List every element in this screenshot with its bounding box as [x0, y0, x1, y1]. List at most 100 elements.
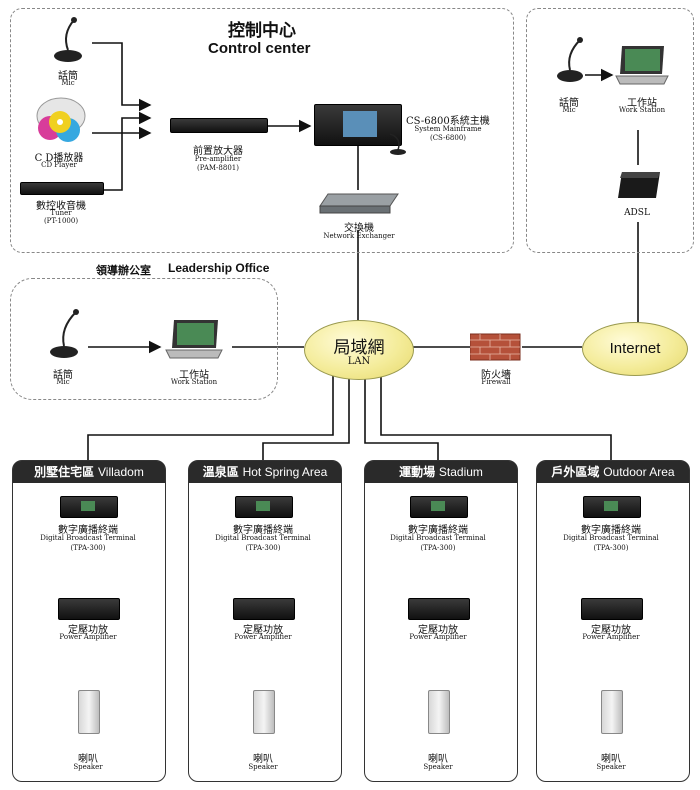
zone-name-en: Outdoor Area: [603, 465, 675, 479]
remote-mic-label-en: Mic: [562, 106, 576, 114]
amp-label-cn: 定壓功放: [243, 625, 283, 636]
zone-name-en: Hot Spring Area: [242, 465, 328, 479]
control-center-title-en: Control center: [208, 40, 311, 57]
firewall-label-cn: 防火墻: [481, 370, 511, 381]
leadership-title-en: Leadership Office: [168, 261, 270, 275]
terminal-model: (TPA-300): [420, 544, 456, 552]
tuner-label-cn: 數控收音機: [36, 201, 86, 212]
cd-player-label-cn: C D播放器: [34, 153, 84, 164]
amp-label-en: Power Amplifier: [59, 633, 117, 641]
cd-player-label-en: CD Player: [41, 161, 77, 169]
amp-label-cn: 定壓功放: [68, 625, 108, 636]
zone-name-en: Stadium: [438, 465, 483, 479]
zone-name-cn: 戶外區域: [551, 465, 600, 479]
mic-label-en: Mic: [61, 79, 75, 87]
leadership-title-cn: 領導辦公室: [96, 264, 151, 277]
remote-laptop-icon: [615, 46, 669, 85]
broadcast-terminal-icon: [410, 496, 468, 518]
mic-label-cn: 話筒: [58, 71, 78, 82]
mic-icon: [54, 17, 82, 62]
control-center-box: [10, 8, 514, 253]
zone-name-en: Villadom: [98, 465, 144, 479]
preamp-label-cn: 前置放大器: [193, 146, 243, 157]
broadcast-terminal-icon: [235, 496, 293, 518]
remote-workstation-label-cn: 工作站: [627, 98, 657, 109]
remote-workstation-label-en: Work Station: [618, 106, 666, 114]
speaker-icon: [78, 690, 100, 734]
terminal-label-en: Digital Broadcast Terminal: [215, 534, 311, 542]
mainframe-icon: [314, 104, 402, 146]
mainframe-label-en: System Mainframe: [414, 125, 482, 133]
zone-name-cn: 溫泉區: [202, 465, 239, 479]
leadership-mic-label-cn: 話筒: [53, 370, 73, 381]
tuner-icon: [20, 182, 104, 195]
amp-label-en: Power Amplifier: [234, 633, 292, 641]
leadership-workstation-label-cn: 工作站: [179, 370, 209, 381]
terminal-model: (TPA-300): [245, 544, 281, 552]
terminal-label-en: Digital Broadcast Terminal: [40, 534, 136, 542]
speaker-label-en: Speaker: [248, 763, 278, 771]
amp-label-cn: 定壓功放: [591, 625, 631, 636]
remote-mic-label-cn: 話筒: [559, 98, 579, 109]
speaker-label-en: Speaker: [423, 763, 453, 771]
zone-header: 戶外區域 Outdoor Area: [537, 461, 689, 483]
power-amplifier-icon: [408, 598, 470, 620]
tuner-label-en: Tuner: [50, 209, 72, 217]
adsl-icon: [618, 172, 660, 198]
switch-icon: [319, 193, 399, 214]
preamp-model: (PAM-8801): [197, 164, 239, 172]
preamp-label-en: Pre-amplifier: [194, 155, 242, 163]
zone-header: 運動場 Stadium: [365, 461, 517, 483]
terminal-model: (TPA-300): [70, 544, 106, 552]
speaker-label-en: Speaker: [73, 763, 103, 771]
firewall-icon: [470, 333, 521, 361]
leadership-mic-label-en: Mic: [56, 378, 70, 386]
lan-node: 局域網 LAN: [304, 320, 414, 380]
mainframe-mic-icon: [389, 133, 406, 155]
mainframe-label-cn: CS-6800系統主機: [406, 116, 490, 127]
speaker-label-cn: 喇叭: [253, 754, 273, 765]
terminal-label-cn: 數字廣播終端: [581, 525, 641, 536]
power-amplifier-icon: [233, 598, 295, 620]
internet-node: Internet: [582, 322, 688, 376]
control-center-title-cn: 控制中心: [228, 21, 296, 41]
speaker-label-en: Speaker: [596, 763, 626, 771]
tuner-model: (PT-1000): [43, 217, 79, 225]
terminal-label-cn: 數字廣播終端: [408, 525, 468, 536]
zone-header: 溫泉區 Hot Spring Area: [189, 461, 341, 483]
terminal-label-en: Digital Broadcast Terminal: [390, 534, 486, 542]
lan-label-cn: 局域網: [333, 338, 385, 358]
amp-label-en: Power Amplifier: [409, 633, 467, 641]
amp-label-en: Power Amplifier: [582, 633, 640, 641]
speaker-icon: [601, 690, 623, 734]
adsl-label: ADSL: [624, 208, 650, 218]
preamp-icon: [170, 118, 268, 133]
speaker-icon: [253, 690, 275, 734]
speaker-label-cn: 喇叭: [78, 754, 98, 765]
mainframe-model: (CS-6800): [429, 134, 467, 142]
zone-name-cn: 別墅住宅區: [34, 465, 95, 479]
terminal-label-en: Digital Broadcast Terminal: [563, 534, 659, 542]
speaker-label-cn: 喇叭: [428, 754, 448, 765]
power-amplifier-icon: [581, 598, 643, 620]
terminal-label-cn: 數字廣播終端: [233, 525, 293, 536]
amp-label-cn: 定壓功放: [418, 625, 458, 636]
speaker-label-cn: 喇叭: [601, 754, 621, 765]
exchanger-label-cn: 交換機: [344, 223, 374, 234]
broadcast-terminal-icon: [583, 496, 641, 518]
power-amplifier-icon: [58, 598, 120, 620]
terminal-model: (TPA-300): [593, 544, 629, 552]
broadcast-terminal-icon: [60, 496, 118, 518]
internet-label: Internet: [609, 340, 661, 357]
lan-label-en: LAN: [347, 356, 371, 367]
leadership-laptop-icon: [165, 320, 223, 359]
zone-header: 別墅住宅區 Villadom: [13, 461, 165, 483]
remote-mic-icon: [557, 37, 583, 82]
leadership-office-box: [10, 278, 278, 400]
cd-player-icon: [36, 97, 86, 142]
leadership-workstation-label-en: Work Station: [170, 378, 218, 386]
remote-box: [526, 8, 694, 253]
firewall-label-en: Firewall: [481, 378, 511, 386]
speaker-icon: [428, 690, 450, 734]
terminal-label-cn: 數字廣播終端: [58, 525, 118, 536]
